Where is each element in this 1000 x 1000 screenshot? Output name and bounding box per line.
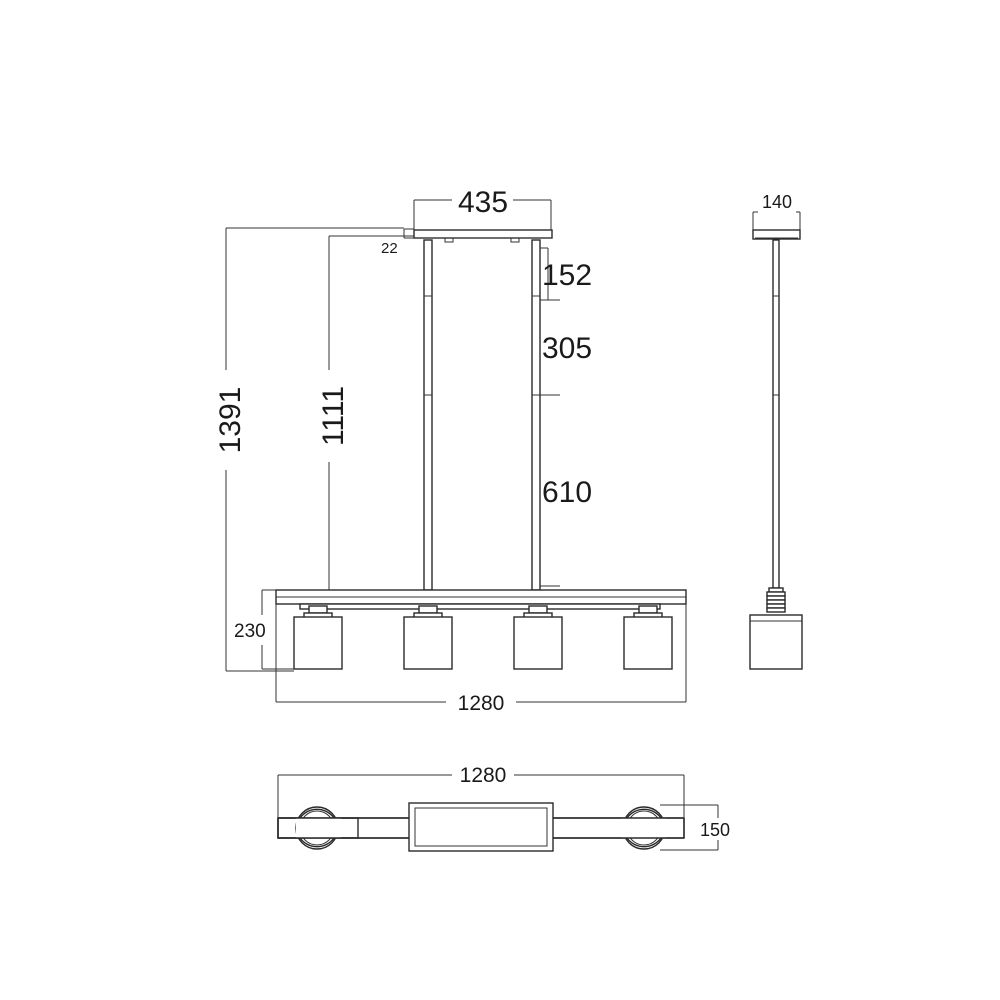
dim-top-length-1280: 1280 bbox=[460, 764, 507, 787]
side-view: 140 bbox=[749, 192, 803, 670]
canopy-height-dimension bbox=[403, 228, 414, 239]
front-canopy bbox=[413, 229, 553, 243]
dim-min-height-1111: 1111 bbox=[317, 386, 350, 446]
fixture-height-dimension bbox=[261, 589, 294, 670]
side-lamp-holder bbox=[766, 587, 786, 613]
front-view: 152 305 610 bbox=[214, 186, 687, 715]
dim-fixture-length-1280: 1280 bbox=[458, 692, 505, 715]
side-canopy bbox=[752, 229, 801, 240]
side-shade bbox=[749, 614, 803, 670]
rod-segment-dimension bbox=[540, 247, 560, 587]
top-canopy-plate bbox=[408, 802, 554, 852]
side-rod bbox=[772, 239, 780, 589]
fixture-length-dimension bbox=[275, 604, 687, 703]
side-canopy-width-dimension bbox=[752, 211, 801, 230]
min-height-dimension bbox=[328, 235, 414, 590]
front-fixture-bar bbox=[275, 589, 687, 610]
top-length-dimension bbox=[277, 774, 685, 818]
top-view: 1280 150 bbox=[277, 764, 730, 852]
dim-top-depth-150: 150 bbox=[700, 820, 730, 840]
front-shade-2 bbox=[403, 605, 453, 670]
front-shade-1 bbox=[293, 605, 343, 670]
front-right-rod bbox=[531, 239, 541, 591]
max-height-dimension bbox=[225, 227, 404, 672]
canopy-width-dimension bbox=[413, 199, 552, 230]
dim-canopy-height-22: 22 bbox=[381, 240, 398, 257]
dim-fixture-height-230: 230 bbox=[234, 621, 266, 642]
dim-rod-top-152: 152 bbox=[542, 259, 592, 292]
dim-rod-bottom-610: 610 bbox=[542, 476, 592, 509]
dim-max-height-1391: 1391 bbox=[214, 387, 247, 454]
front-shade-4 bbox=[623, 605, 673, 670]
front-shade-3 bbox=[513, 605, 563, 670]
top-depth-dimension bbox=[660, 804, 719, 851]
dim-canopy-width-435: 435 bbox=[458, 186, 508, 219]
dim-side-canopy-width-140: 140 bbox=[762, 192, 792, 212]
dim-rod-middle-305: 305 bbox=[542, 332, 592, 365]
front-left-rod bbox=[423, 239, 433, 591]
